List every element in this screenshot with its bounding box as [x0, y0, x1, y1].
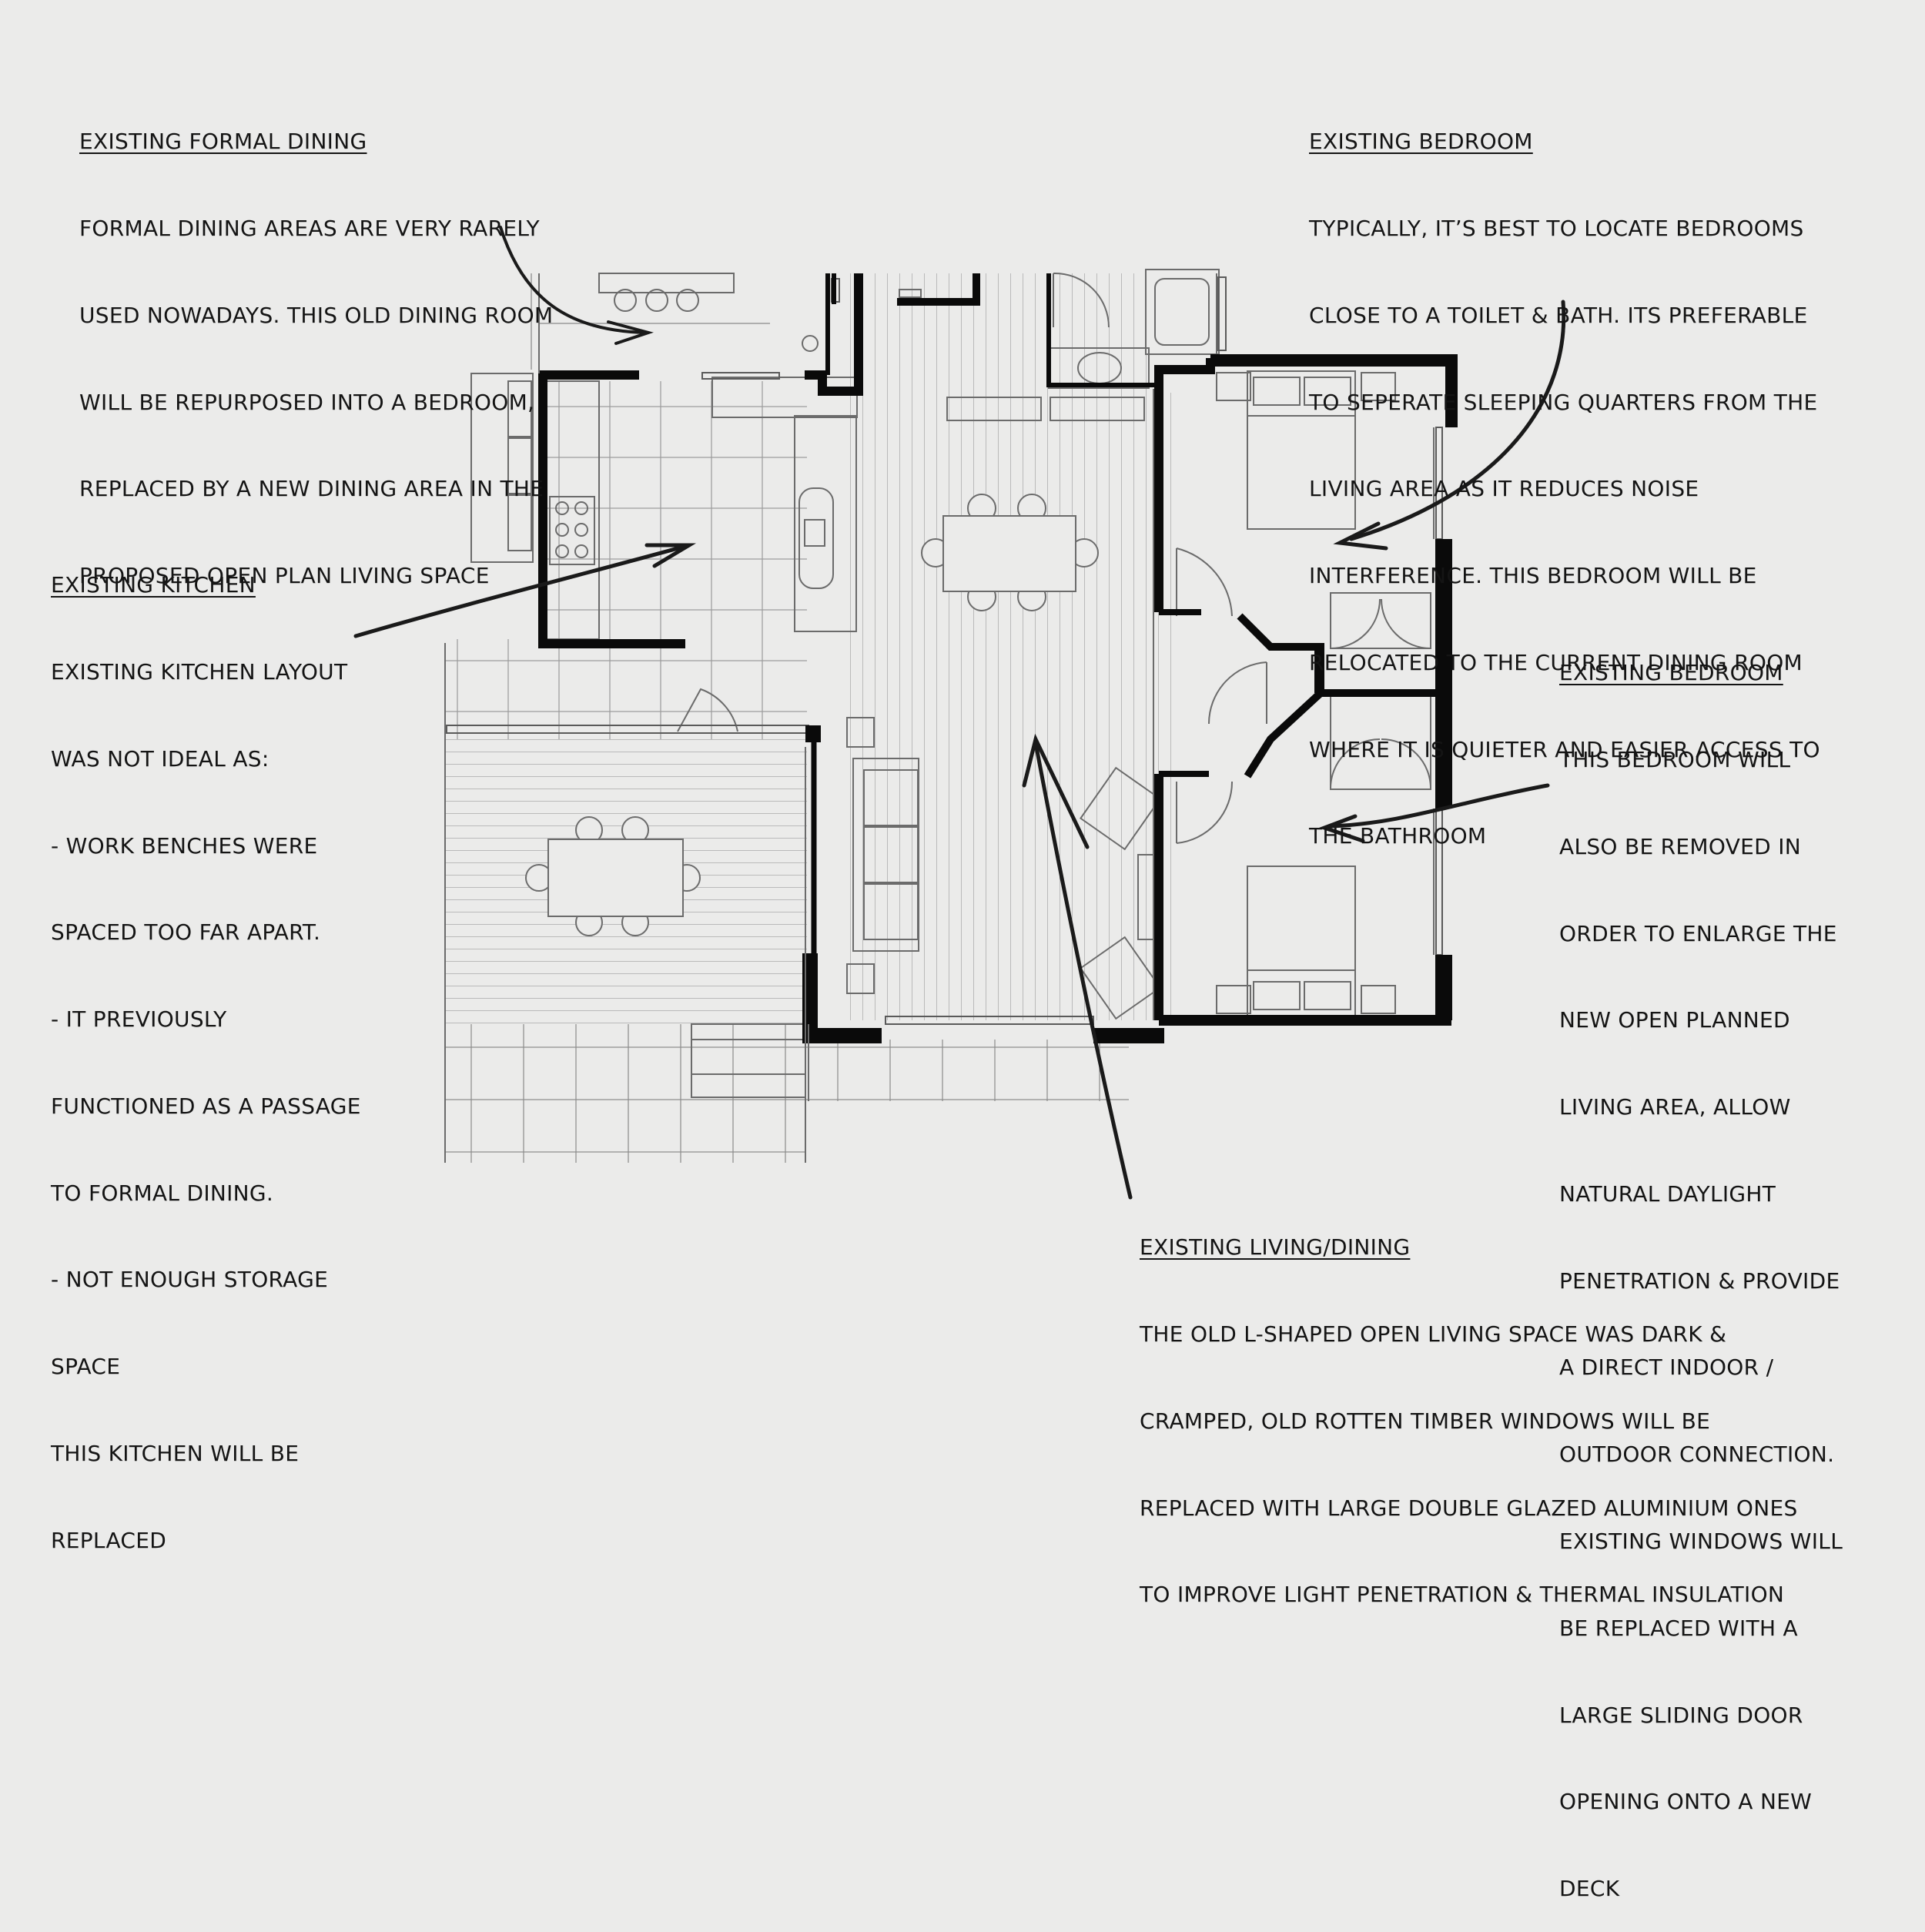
note-line: USED NOWADAYS. THIS OLD DINING ROOM: [79, 302, 554, 328]
note-line: WILL BE REPURPOSED INTO A BEDROOM,: [79, 389, 535, 415]
note-line: EXISTING KITCHEN LAYOUT: [51, 658, 348, 685]
note-line: FORMAL DINING AREAS ARE VERY RARELY: [79, 215, 540, 241]
bathroom-fixtures: [802, 269, 1220, 389]
deck-table: [525, 816, 701, 936]
note-kitchen: EXISTING KITCHEN EXISTING KITCHEN LAYOUT…: [51, 513, 361, 1584]
note-line: - NOT ENOUGH STORAGE: [51, 1267, 329, 1293]
note-line: NATURAL DAYLIGHT: [1559, 1180, 1776, 1207]
arrow-formal-dining: [499, 226, 648, 334]
floor-plan: [353, 226, 1566, 1200]
note-heading: EXISTING KITCHEN: [51, 572, 256, 598]
note-line: THE BATHROOM: [1309, 823, 1487, 849]
note-line: TO IMPROVE LIGHT PENETRATION & THERMAL I…: [1140, 1582, 1785, 1608]
arrow-living-dining: [1033, 741, 1133, 1200]
note-line: THE OLD L-SHAPED OPEN LIVING SPACE WAS D…: [1140, 1321, 1727, 1347]
living-furniture: [846, 397, 1162, 1020]
note-line: REPLACED: [51, 1527, 167, 1553]
formal-dining-furniture: [598, 273, 735, 312]
note-formal-dining: EXISTING FORMAL DINING FORMAL DINING ARE…: [79, 69, 553, 619]
note-line: - WORK BENCHES WERE: [51, 832, 318, 859]
note-line: SPACED TOO FAR APART.: [51, 919, 321, 946]
note-line: THIS BEDROOM WILL: [1559, 746, 1791, 772]
note-line: WHERE IT IS QUIETER AND EASIER ACCESS TO: [1309, 736, 1820, 762]
note-line: REPLACED BY A NEW DINING AREA IN THE: [79, 476, 544, 502]
note-line: NEW OPEN PLANNED: [1559, 1007, 1790, 1033]
note-line: WAS NOT IDEAL AS:: [51, 745, 270, 772]
arrow-bedroom-right: [1328, 783, 1550, 829]
annotation-arrows: [353, 226, 1566, 1200]
note-line: CRAMPED, OLD ROTTEN TIMBER WINDOWS WILL …: [1140, 1408, 1711, 1434]
note-heading: EXISTING FORMAL DINING: [79, 129, 367, 155]
note-line: OPENING ONTO A NEW: [1559, 1789, 1813, 1815]
note-line: TO FORMAL DINING.: [51, 1180, 274, 1206]
note-line: LIVING AREA, ALLOW: [1559, 1094, 1791, 1120]
note-line: PROPOSED OPEN PLAN LIVING SPACE: [79, 563, 490, 589]
bedroom-furniture: [1216, 370, 1435, 1017]
note-line: TO SEPERATE SLEEPING QUARTERS FROM THE: [1309, 389, 1818, 415]
note-line: ORDER TO ENLARGE THE: [1559, 920, 1837, 946]
note-line: TYPICALLY, IT’S BEST TO LOCATE BEDROOMS: [1309, 215, 1804, 241]
note-line: DECK: [1559, 1876, 1620, 1902]
note-line: LARGE SLIDING DOOR: [1559, 1702, 1803, 1728]
note-line: SPACE: [51, 1354, 121, 1380]
note-line: FUNCTIONED AS A PASSAGE: [51, 1093, 361, 1119]
note-heading: EXISTING LIVING/DINING: [1140, 1234, 1411, 1261]
note-bedroom-top: EXISTING BEDROOM TYPICALLY, IT’S BEST TO…: [1309, 69, 1820, 880]
note-living-dining: EXISTING LIVING/DINING THE OLD L-SHAPED …: [1140, 1175, 1798, 1639]
note-line: ALSO BE REMOVED IN: [1559, 833, 1802, 859]
note-line: THIS KITCHEN WILL BE: [51, 1441, 300, 1466]
note-line: REPLACED WITH LARGE DOUBLE GLAZED ALUMIN…: [1140, 1495, 1798, 1521]
note-line: INTERFERENCE. THIS BEDROOM WILL BE: [1309, 563, 1757, 589]
note-heading: EXISTING BEDROOM: [1559, 660, 1783, 686]
site-lines: [444, 273, 1217, 1163]
note-line: PENETRATION & PROVIDE: [1559, 1267, 1840, 1294]
walls: [538, 273, 1458, 1043]
external-lounge: [470, 373, 534, 563]
arrow-bedroom-top: [1349, 300, 1566, 541]
note-line: LIVING AREA AS IT REDUCES NOISE: [1309, 476, 1699, 502]
arrow-kitchen: [353, 543, 691, 638]
note-line: - IT PREVIOUSLY: [51, 1006, 227, 1033]
note-line: RELOCATED TO THE CURRENT DINING ROOM: [1309, 649, 1803, 675]
note-line: CLOSE TO A TOILET & BATH. ITS PREFERABLE: [1309, 302, 1808, 328]
note-heading: EXISTING BEDROOM: [1309, 129, 1533, 155]
